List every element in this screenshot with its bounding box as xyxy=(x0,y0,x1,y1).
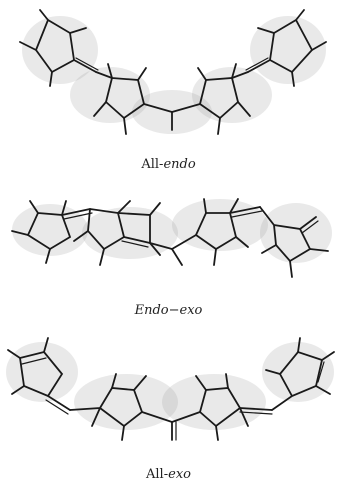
endo-exo-bonds xyxy=(11,198,329,278)
all-endo-structure xyxy=(19,9,327,135)
all-exo-bonds xyxy=(7,337,335,441)
all-exo-structure xyxy=(6,337,335,441)
endo-exo-stipple xyxy=(12,199,332,263)
caption-endo-exo: Endo−exo xyxy=(134,303,203,318)
all-endo-bonds xyxy=(19,9,327,135)
caption-all-endo: All-endo xyxy=(141,157,196,172)
all-endo-stipple xyxy=(22,16,326,134)
endo-exo-structure xyxy=(11,198,332,278)
caption-all-exo: All-exo xyxy=(146,467,191,482)
